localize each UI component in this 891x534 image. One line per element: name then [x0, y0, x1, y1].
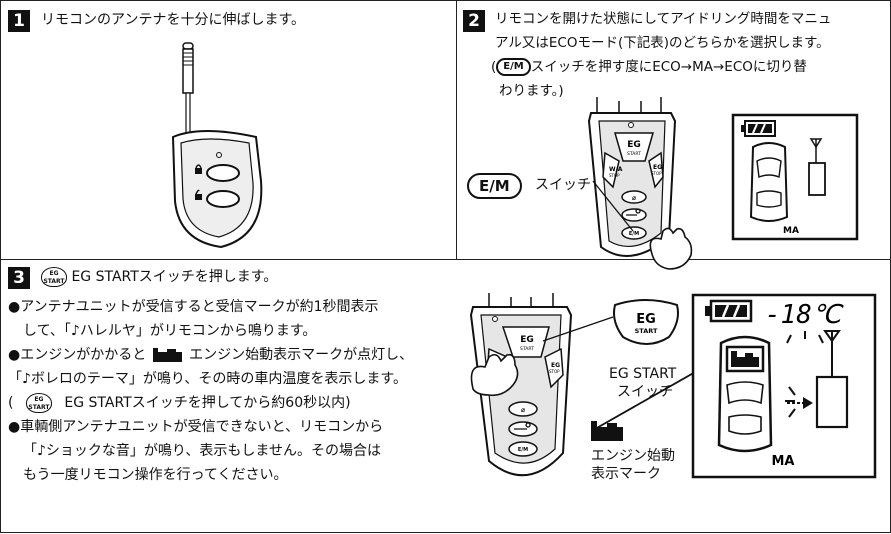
step2-line2: アル又はECOモード(下記表)のどちらかを選択します。	[495, 35, 830, 51]
step3-badge: 3	[8, 267, 30, 289]
step2-badge: 2	[463, 10, 485, 32]
svg-text:STOP: STOP	[549, 369, 560, 374]
step2-display-illustration: MA	[731, 113, 859, 241]
svg-text:EG: EG	[520, 335, 534, 345]
remote-eg-stop-label: EG	[653, 164, 662, 171]
step2-display-mode: MA	[783, 226, 799, 236]
remote-wa-label: W/A	[609, 166, 623, 173]
engine-start-mark-large-icon	[591, 421, 625, 441]
remote-eg-stop-sub: STOP	[651, 171, 662, 176]
svg-text:E/M: E/M	[518, 447, 528, 453]
svg-text:START: START	[520, 346, 534, 352]
step2-line1: リモコンを開けた状態にしてアイドリング時間をマニュ	[495, 11, 832, 27]
remote-eg-start-sub: START	[627, 151, 641, 157]
step3-bullet2-line2: 「♪ボレロのテーマ」が鳴り、その時の車内温度を表示します。	[8, 371, 407, 387]
callout-button-bottom: START	[635, 327, 658, 335]
callout-eg-start-label1: EG START	[609, 366, 677, 382]
remote-em-label: E/M	[629, 231, 639, 237]
step3-bullet3-line1: ●車輌側アンテナユニットが受信できないと、リモコンから	[8, 419, 384, 435]
step1-remote-illustration	[171, 42, 263, 249]
step3-bullet3-line3: もう一度リモコン操作を行ってください。	[23, 467, 288, 483]
engine-mark-label2: 表示マーク	[591, 466, 661, 482]
em-switch-callout-label: スイッチ	[535, 177, 591, 193]
step3-bullet2-line1: ●エンジンがかかると エンジン始動表示マークが点灯し、	[8, 347, 414, 363]
svg-text:⌀: ⌀	[521, 406, 525, 414]
callout-button-top: EG	[636, 312, 656, 327]
em-switch-callout-pill: E/M	[467, 173, 522, 199]
step2-line4: わります。)	[499, 83, 564, 99]
step1-badge: 1	[8, 10, 30, 32]
remote-eg-start-label: EG	[627, 140, 641, 150]
step3-title-text: EG STARTスイッチを押します。	[71, 269, 278, 285]
step3-bullet1-line2: して、「♪ハレルヤ」がリモコンから鳴ります。	[23, 323, 317, 339]
step3-bullet1-line1: ●アンテナユニットが受信すると受信マークが約1秒間表示	[8, 299, 379, 315]
engine-start-mark-icon	[151, 348, 185, 362]
step3-eg-start-button-large: EG START	[613, 299, 679, 345]
svg-text:EG: EG	[551, 362, 560, 369]
svg-text:⌀: ⌀	[632, 194, 636, 202]
step1-text: リモコンのアンテナを十分に伸ばします。	[41, 12, 306, 28]
divider-horizontal	[1, 259, 890, 260]
step3-remote-illustration: EG START EG STOP ⌀ E/M	[469, 293, 573, 477]
remote-wa-sub: STOP	[609, 173, 620, 178]
engine-mark-label1: エンジン始動	[591, 448, 675, 464]
em-pill-icon: E/M	[496, 58, 531, 76]
divider-vertical	[456, 1, 457, 259]
step3-display-mode: MA	[772, 454, 795, 469]
step3-display-illustration: -18℃ MA	[691, 293, 877, 479]
step2-remote-illustration: EG START W/A STOP EG STOP ⌀ E/M	[587, 97, 693, 270]
step3-bullet3-line2: 「♪ショックな音」が鳴り、表示もしません。その場合は	[23, 443, 381, 459]
callout-eg-start-label2: スイッチ	[617, 384, 673, 400]
step3-display-temp: -18℃	[765, 300, 844, 330]
